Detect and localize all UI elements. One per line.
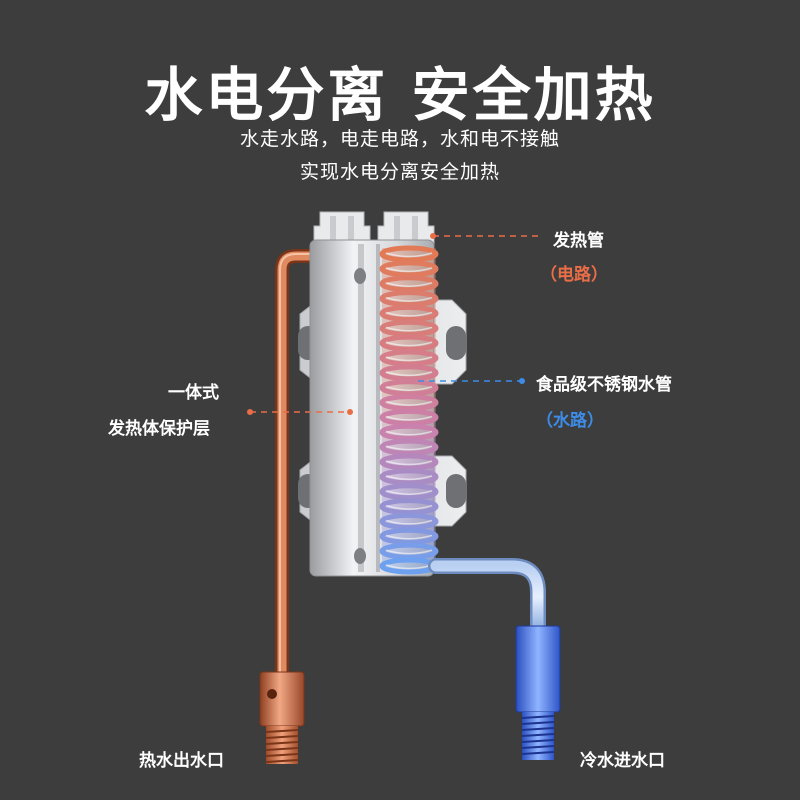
coil-highlight xyxy=(385,296,433,302)
leader-line-steel-pipe xyxy=(418,378,525,384)
coil-highlight xyxy=(385,415,433,421)
cold-inlet-fitting xyxy=(515,625,561,760)
coil-highlight xyxy=(385,519,433,525)
steel-pipe-note: （水路） xyxy=(536,411,604,431)
coil-highlight xyxy=(385,326,433,332)
heating-coil xyxy=(379,245,439,575)
coil-ring xyxy=(379,468,439,486)
coil-ring xyxy=(379,394,439,412)
protective-layer-label-2: 发热体保护层 xyxy=(108,419,210,439)
coil-ring xyxy=(379,379,439,397)
coil-highlight xyxy=(385,475,433,481)
coil-highlight xyxy=(385,430,433,436)
heating-tube-label: 发热管 xyxy=(553,231,604,251)
leader-line-protective-layer xyxy=(247,409,353,415)
coil-highlight xyxy=(385,341,433,347)
coil-highlight xyxy=(385,356,433,362)
coil-highlight xyxy=(385,445,433,451)
coil-ring xyxy=(379,260,439,278)
subtitle-line-2: 实现水电分离安全加热 xyxy=(299,161,500,183)
steel-pipe-label: 食品级不锈钢水管 xyxy=(536,375,672,395)
coil-highlight xyxy=(385,400,433,406)
coil-ring xyxy=(379,408,439,426)
protective-layer-label-1: 一体式 xyxy=(168,383,219,403)
coil-highlight xyxy=(385,252,433,258)
coil-ring xyxy=(379,527,439,545)
coil-highlight xyxy=(385,534,433,540)
hot-outlet-fitting xyxy=(259,671,305,764)
coil-ring xyxy=(379,483,439,501)
coil-highlight xyxy=(385,385,433,391)
coil-ring xyxy=(379,453,439,471)
coil-highlight xyxy=(385,549,433,555)
cold-inlet-label: 冷水进水口 xyxy=(580,751,665,771)
coil-highlight xyxy=(385,311,433,317)
coil-ring xyxy=(379,245,439,263)
subtitle-line-1: 水走水路，电走电路，水和电不接触 xyxy=(239,128,560,150)
coil-ring xyxy=(379,334,439,352)
coil-highlight xyxy=(385,460,433,466)
coil-ring xyxy=(379,423,439,441)
coil-ring xyxy=(379,275,439,293)
coil-ring xyxy=(379,438,439,456)
cold-water-pipe xyxy=(428,558,546,636)
coil-ring xyxy=(379,498,439,516)
coil-ring xyxy=(379,364,439,382)
hot-outlet-label: 热水出水口 xyxy=(139,751,224,771)
leader-line-heating-tube xyxy=(430,233,538,239)
coil-ring xyxy=(379,349,439,367)
coil-ring xyxy=(379,290,439,308)
page-title: 水电分离 安全加热 xyxy=(144,61,656,129)
heating-tube-note: （电路） xyxy=(540,265,608,285)
coil-highlight xyxy=(385,489,433,495)
coil-highlight xyxy=(385,281,433,287)
coil-highlight xyxy=(385,267,433,273)
coil-highlight xyxy=(385,371,433,377)
coil-ring xyxy=(379,512,439,530)
coil-highlight xyxy=(385,504,433,510)
coil-ring xyxy=(379,542,439,560)
coil-ring xyxy=(379,304,439,322)
hot-water-pipe xyxy=(275,249,325,697)
coil-ring xyxy=(379,319,439,337)
